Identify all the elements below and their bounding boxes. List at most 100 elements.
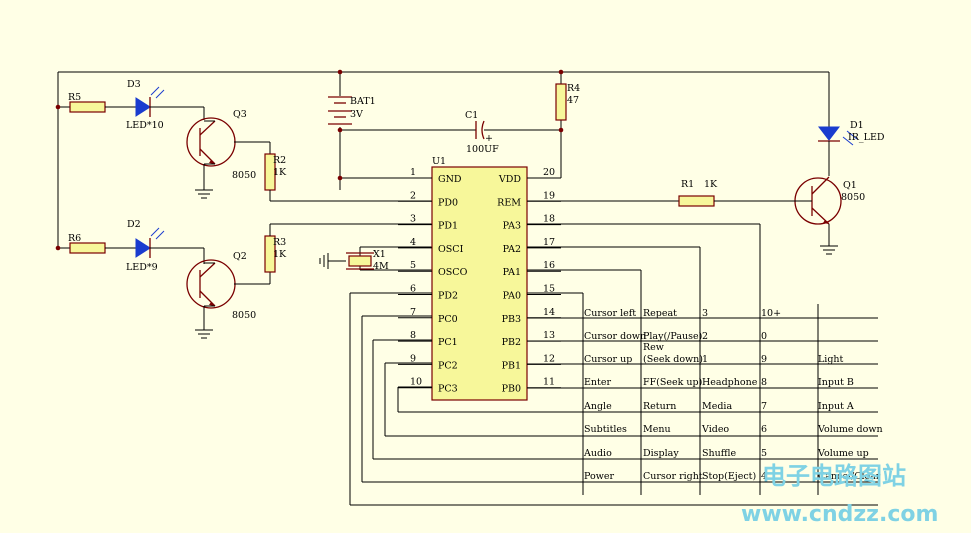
left-bus-wires — [349, 292, 878, 506]
d1-ref: D1 — [850, 120, 864, 131]
key-label: 5 — [761, 448, 767, 459]
x1-ref: X1 — [373, 249, 386, 260]
c1-ref: C1 — [465, 110, 478, 121]
transistor-q1: Q1 8050 — [794, 176, 865, 255]
pin-label: PB3 — [502, 314, 521, 325]
key-label: Repeat — [643, 308, 677, 319]
pin-label: PD0 — [438, 197, 458, 208]
pin-number: 17 — [543, 237, 555, 248]
capacitor-c1: C1 100UF + — [465, 110, 499, 155]
u1-ref: U1 — [432, 156, 446, 167]
transistor-q2: Q2 8050 — [186, 251, 271, 339]
r4-ref: R4 — [567, 83, 580, 94]
pin-label: PC0 — [438, 314, 458, 325]
key-label: Audio — [583, 448, 612, 459]
c1-value: 100UF — [466, 144, 499, 155]
key-label: Play(/Pause) — [643, 331, 702, 342]
watermark-cn: 电子电路图站 — [762, 462, 906, 490]
q3-ref: Q3 — [233, 109, 247, 120]
key-label: 6 — [761, 424, 767, 435]
key-label: Input A — [818, 401, 854, 412]
key-label: Subtitles — [584, 424, 627, 435]
pin-number: 16 — [543, 260, 555, 271]
pin-number: 13 — [543, 330, 555, 341]
key-label: Stop(Eject) — [702, 471, 756, 482]
key-label: 10+ — [761, 308, 781, 319]
key-label: Cursor up — [584, 354, 632, 365]
watermark-url: www.cndzz.com — [741, 502, 938, 527]
pin-number: 1 — [410, 167, 416, 178]
key-label: Cursor left — [584, 308, 636, 319]
r1-value: 1K — [704, 179, 718, 190]
key-label: Menu — [643, 424, 671, 435]
pin-number: 7 — [410, 307, 416, 318]
pin-label: PA1 — [503, 267, 521, 278]
right-bus-wires — [527, 223, 878, 495]
transistor-q3: Q3 8050 — [186, 109, 271, 199]
d2-value: LED*9 — [126, 262, 158, 273]
key-label: Shuffle — [702, 448, 737, 459]
battery-bat1: BAT1 3V — [328, 96, 376, 125]
key-label: Angle — [583, 401, 612, 412]
watermark: 电子电路图站 www.cndzz.com — [741, 462, 938, 527]
pin-label: REM — [497, 197, 521, 208]
pin-number: 8 — [410, 330, 416, 341]
rem-wire-r1: R1 1K — [527, 179, 812, 207]
ir-led-d1: D1 IR_LED — [817, 72, 885, 176]
key-label: 7 — [761, 401, 767, 412]
resistor-r4: R4 47 — [555, 83, 580, 121]
d1-value: IR_LED — [848, 132, 885, 143]
pin-number: 3 — [410, 214, 416, 225]
pin-number: 6 — [410, 284, 416, 295]
key-label: Enter — [584, 377, 611, 388]
key-label: Light — [818, 354, 844, 365]
key-label: 0 — [761, 331, 767, 342]
pin-number: 11 — [543, 377, 555, 388]
d2-ref: D2 — [127, 219, 141, 230]
r3-value: 1K — [273, 249, 287, 260]
pin-label: PB1 — [502, 360, 521, 371]
pin-number: 19 — [543, 190, 555, 201]
bat1-value: 3V — [350, 109, 363, 120]
resistor-r3: R3 1K — [264, 223, 432, 273]
key-label: FF(Seek up) — [643, 377, 702, 388]
key-label: 1 — [702, 354, 708, 365]
q1-ref: Q1 — [843, 180, 857, 191]
r3-ref: R3 — [273, 237, 286, 248]
pin-number: 4 — [410, 237, 416, 248]
pin-number: 14 — [543, 307, 555, 318]
pin-label: OSCO — [438, 267, 468, 278]
key-label: Cursor right — [643, 471, 703, 482]
pin-number: 15 — [543, 284, 555, 295]
key-label: Rew — [643, 342, 664, 353]
key-label: Headphone — [702, 377, 758, 388]
key-label: 3 — [702, 308, 708, 319]
r1-ref: R1 — [681, 179, 694, 190]
key-label: 9 — [761, 354, 767, 365]
key-label: Power — [584, 471, 614, 482]
pin-label: PD1 — [438, 221, 458, 232]
r6-ref: R6 — [68, 233, 81, 244]
pin-label: PA3 — [503, 221, 521, 232]
pin-label: PD2 — [438, 291, 458, 302]
pin-label: VDD — [498, 174, 521, 185]
pin-label: OSCI — [438, 244, 464, 255]
d3-ref: D3 — [127, 79, 141, 90]
pin-number: 18 — [543, 214, 555, 225]
pin-label: PB0 — [502, 384, 521, 395]
key-label: Input B — [818, 377, 854, 388]
led-branch-d3: R5 D3 LED*10 — [68, 79, 205, 131]
c1-polarity: + — [485, 133, 493, 144]
key-label: Return — [643, 401, 676, 412]
key-label: Volume up — [817, 448, 869, 459]
r5-ref: R5 — [68, 92, 81, 103]
q2-value: 8050 — [232, 310, 256, 321]
pin-label: PC3 — [438, 384, 458, 395]
pin-label: PC2 — [438, 360, 458, 371]
q3-value: 8050 — [232, 170, 256, 181]
q1-value: 8050 — [841, 192, 865, 203]
pin-label: PC1 — [438, 337, 458, 348]
bat1-ref: BAT1 — [350, 96, 376, 107]
